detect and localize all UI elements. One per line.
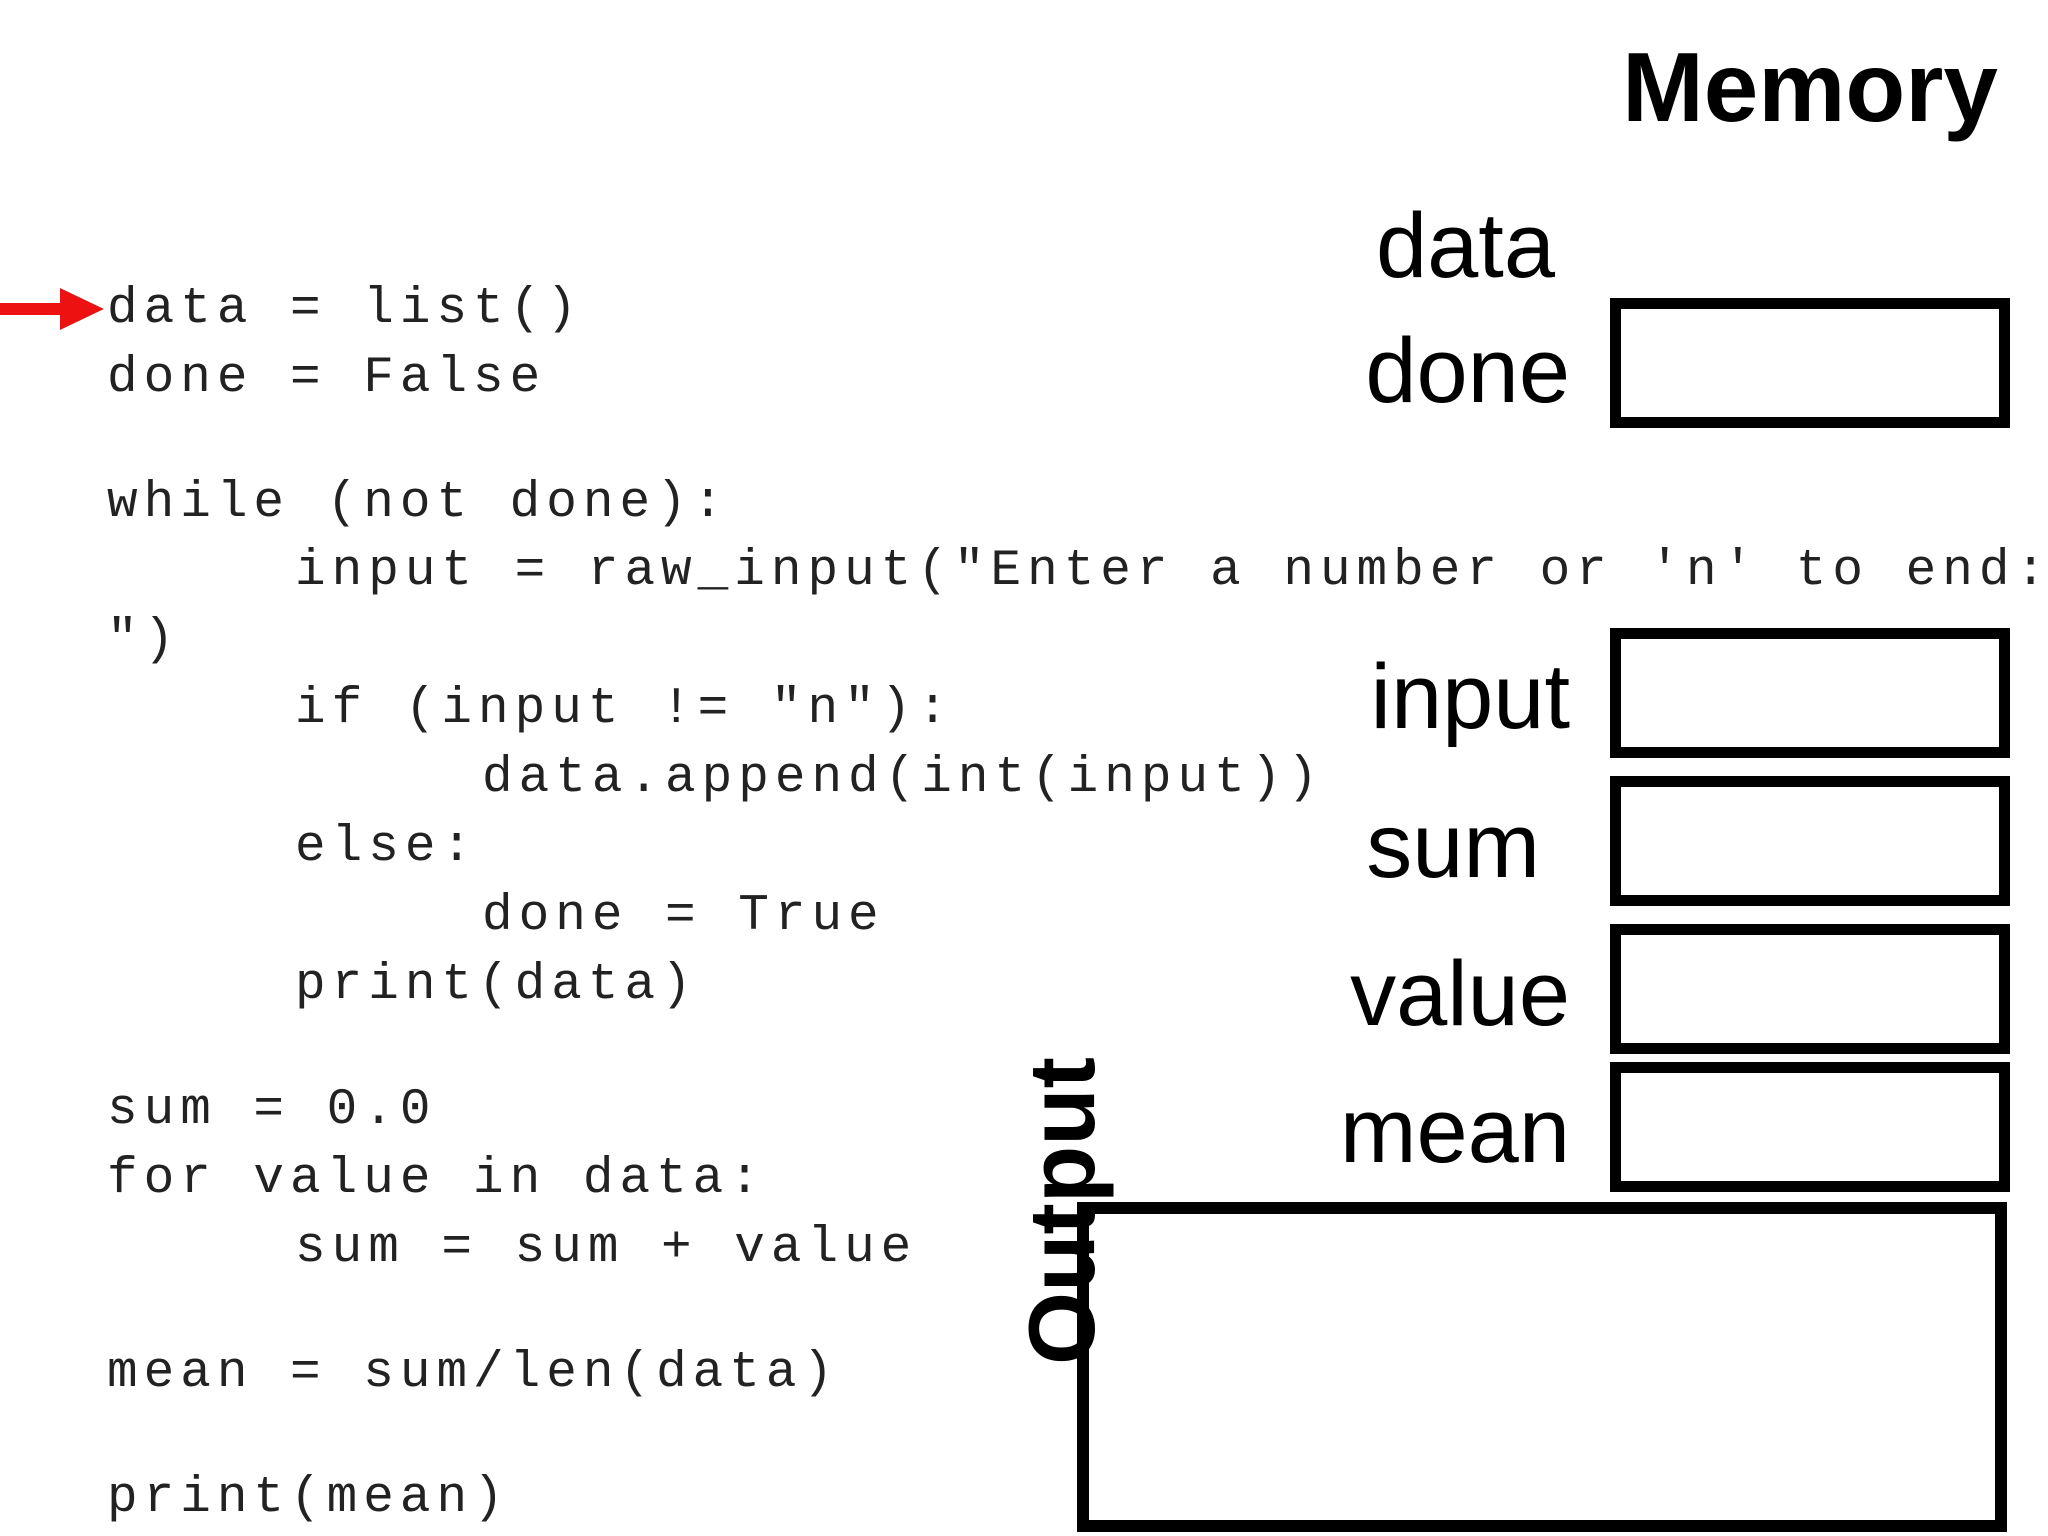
memory-box-mean — [1610, 1062, 2010, 1192]
code-line-1: data = list() — [107, 281, 583, 338]
code-line-4: input = raw_input("Enter a number or 'n'… — [295, 543, 2048, 600]
code-line-14: mean = sum/len(data) — [107, 1345, 840, 1402]
memory-box-done — [1610, 298, 2010, 428]
code-line-13: sum = sum + value — [295, 1220, 918, 1277]
code-line-5: ") — [107, 612, 181, 669]
memory-box-sum — [1610, 776, 2010, 906]
memory-box-value — [1610, 924, 2010, 1054]
output-box — [1077, 1202, 2007, 1532]
memory-title: Memory — [1622, 32, 1998, 142]
code-line-6: if (input != "n"): — [295, 681, 954, 738]
code-line-12: for value in data: — [107, 1151, 766, 1208]
code-line-2: done = False — [107, 350, 547, 407]
memory-label-mean: mean — [1339, 1080, 1570, 1182]
code-line-11: sum = 0.0 — [107, 1082, 437, 1139]
memory-label-sum: sum — [1366, 795, 1540, 897]
current-line-arrow-icon — [0, 288, 104, 330]
memory-label-input: input — [1370, 646, 1571, 748]
memory-box-input — [1610, 628, 2010, 758]
code-line-3: while (not done): — [107, 475, 730, 532]
code-line-15: print(mean) — [107, 1470, 510, 1527]
code-line-8: else: — [295, 819, 479, 876]
memory-label-data: data — [1375, 195, 1555, 297]
code-line-9: done = True — [482, 888, 885, 945]
memory-label-done: done — [1365, 320, 1570, 422]
code-line-7: data.append(int(input)) — [482, 750, 1324, 807]
memory-label-value: value — [1350, 943, 1570, 1045]
code-line-10: print(data) — [295, 957, 698, 1014]
